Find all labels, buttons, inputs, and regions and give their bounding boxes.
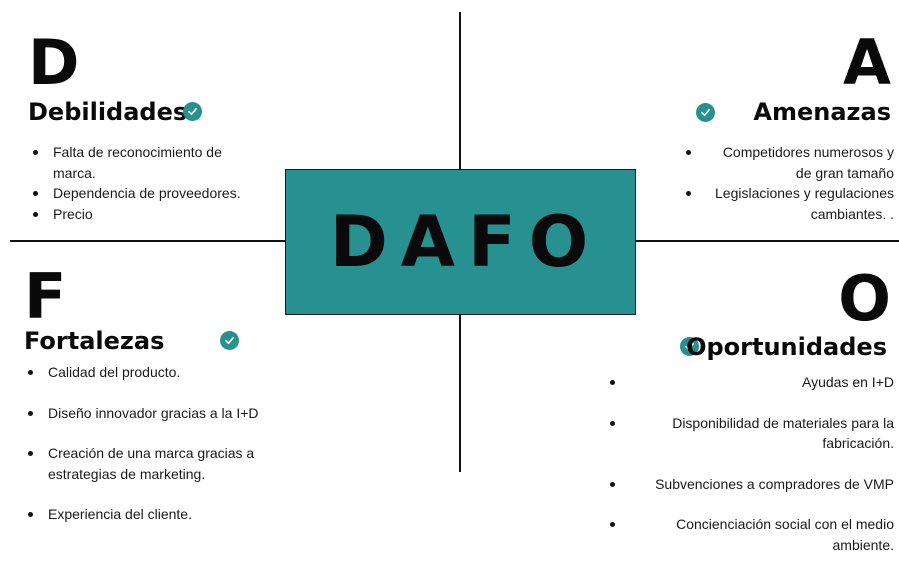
list-item: Concienciación social con el medio ambie… xyxy=(608,514,894,555)
list-item: Disponibilidad de materiales para la fab… xyxy=(608,413,894,454)
list-item: Falta de reconocimiento de marca. xyxy=(29,142,259,183)
list-item: Calidad del producto. xyxy=(24,362,269,383)
list-item: Dependencia de proveedores. xyxy=(29,183,259,204)
oportunidades-heading: Oportunidades xyxy=(686,333,887,361)
list-item: Subvenciones a compradores de VMP xyxy=(608,474,894,495)
list-item: Legislaciones y regulaciones cambiantes.… xyxy=(684,183,894,224)
check-circle-icon xyxy=(696,103,715,122)
oportunidades-letter: O xyxy=(838,262,891,335)
horizontal-divider-left xyxy=(10,240,285,242)
fortalezas-list: Calidad del producto. Diseño innovador g… xyxy=(24,362,269,545)
debilidades-list: Falta de reconocimiento de marca. Depend… xyxy=(29,142,259,224)
debilidades-letter: D xyxy=(28,26,80,99)
list-item: Creación de una marca gracias a estrateg… xyxy=(24,443,269,484)
dafo-center-box: DAFO xyxy=(285,169,636,315)
amenazas-list: Competidores numerosos y de gran tamaño … xyxy=(684,142,894,224)
check-circle-icon xyxy=(680,337,699,356)
list-item: Experiencia del cliente. xyxy=(24,504,269,525)
fortalezas-heading: Fortalezas xyxy=(24,327,165,355)
list-item: Diseño innovador gracias a la I+D xyxy=(24,403,269,424)
dafo-title: DAFO xyxy=(329,201,602,283)
list-item: Competidores numerosos y de gran tamaño xyxy=(684,142,894,183)
list-item: Precio xyxy=(29,204,259,225)
amenazas-heading: Amenazas xyxy=(753,98,891,126)
check-circle-icon xyxy=(220,331,239,350)
vertical-divider-top xyxy=(459,12,461,169)
fortalezas-letter: F xyxy=(24,260,67,333)
vertical-divider-bottom xyxy=(459,315,461,472)
list-item: Ayudas en I+D xyxy=(608,372,894,393)
horizontal-divider-right xyxy=(636,240,899,242)
oportunidades-list: Ayudas en I+D Disponibilidad de material… xyxy=(608,372,894,575)
debilidades-heading: Debilidades xyxy=(28,98,188,126)
check-circle-icon xyxy=(183,102,202,121)
amenazas-letter: A xyxy=(843,26,891,99)
